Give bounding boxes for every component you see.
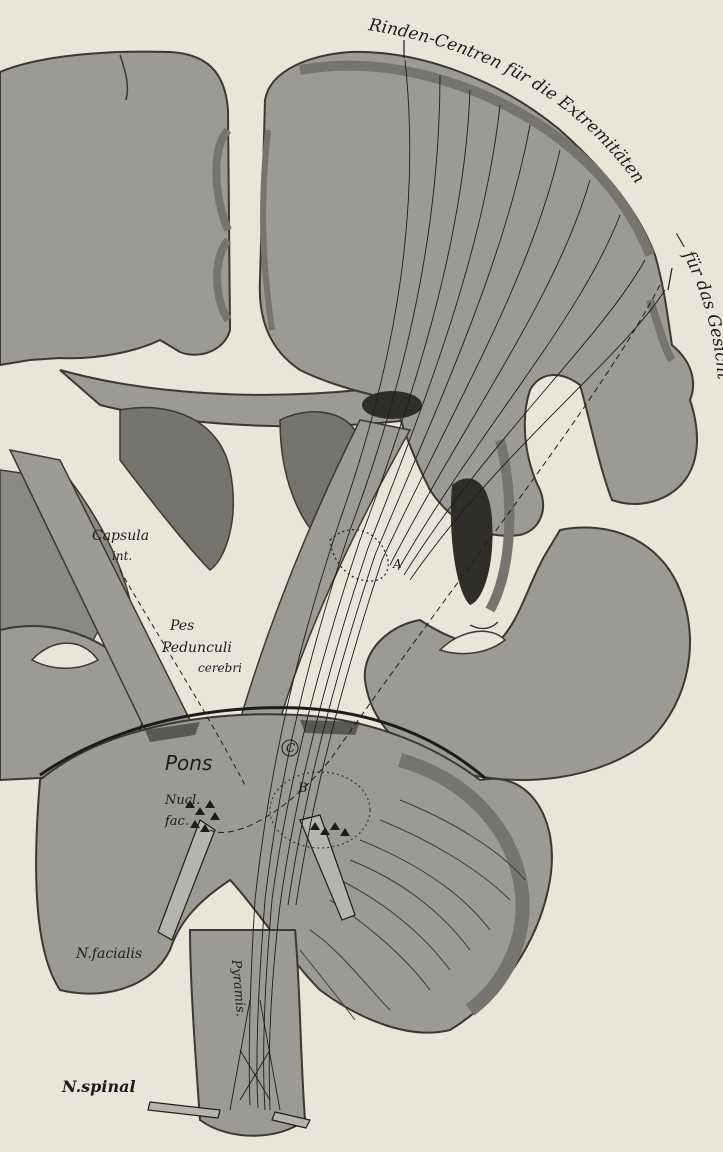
marker-b: B: [297, 781, 308, 796]
medulla-spinalis: [190, 930, 305, 1136]
marker-c: C: [286, 741, 295, 755]
label-nucl: Nucl.: [164, 793, 200, 808]
label-capsula: Capsula: [92, 528, 149, 544]
marker-a: A: [392, 557, 402, 571]
label-pons: Pons: [165, 751, 212, 775]
label-capsula-int: int.: [112, 549, 132, 563]
label-cerebri: cerebri: [198, 661, 242, 675]
label-pes: Pes: [169, 618, 194, 634]
label-n-facialis: N.facialis: [75, 946, 142, 962]
left-hemisphere: [0, 52, 230, 365]
label-fac: fac.: [164, 814, 189, 829]
label-n-spinal: N.spinal: [61, 1077, 136, 1096]
label-pedunculi: Pedunculi: [161, 640, 232, 656]
